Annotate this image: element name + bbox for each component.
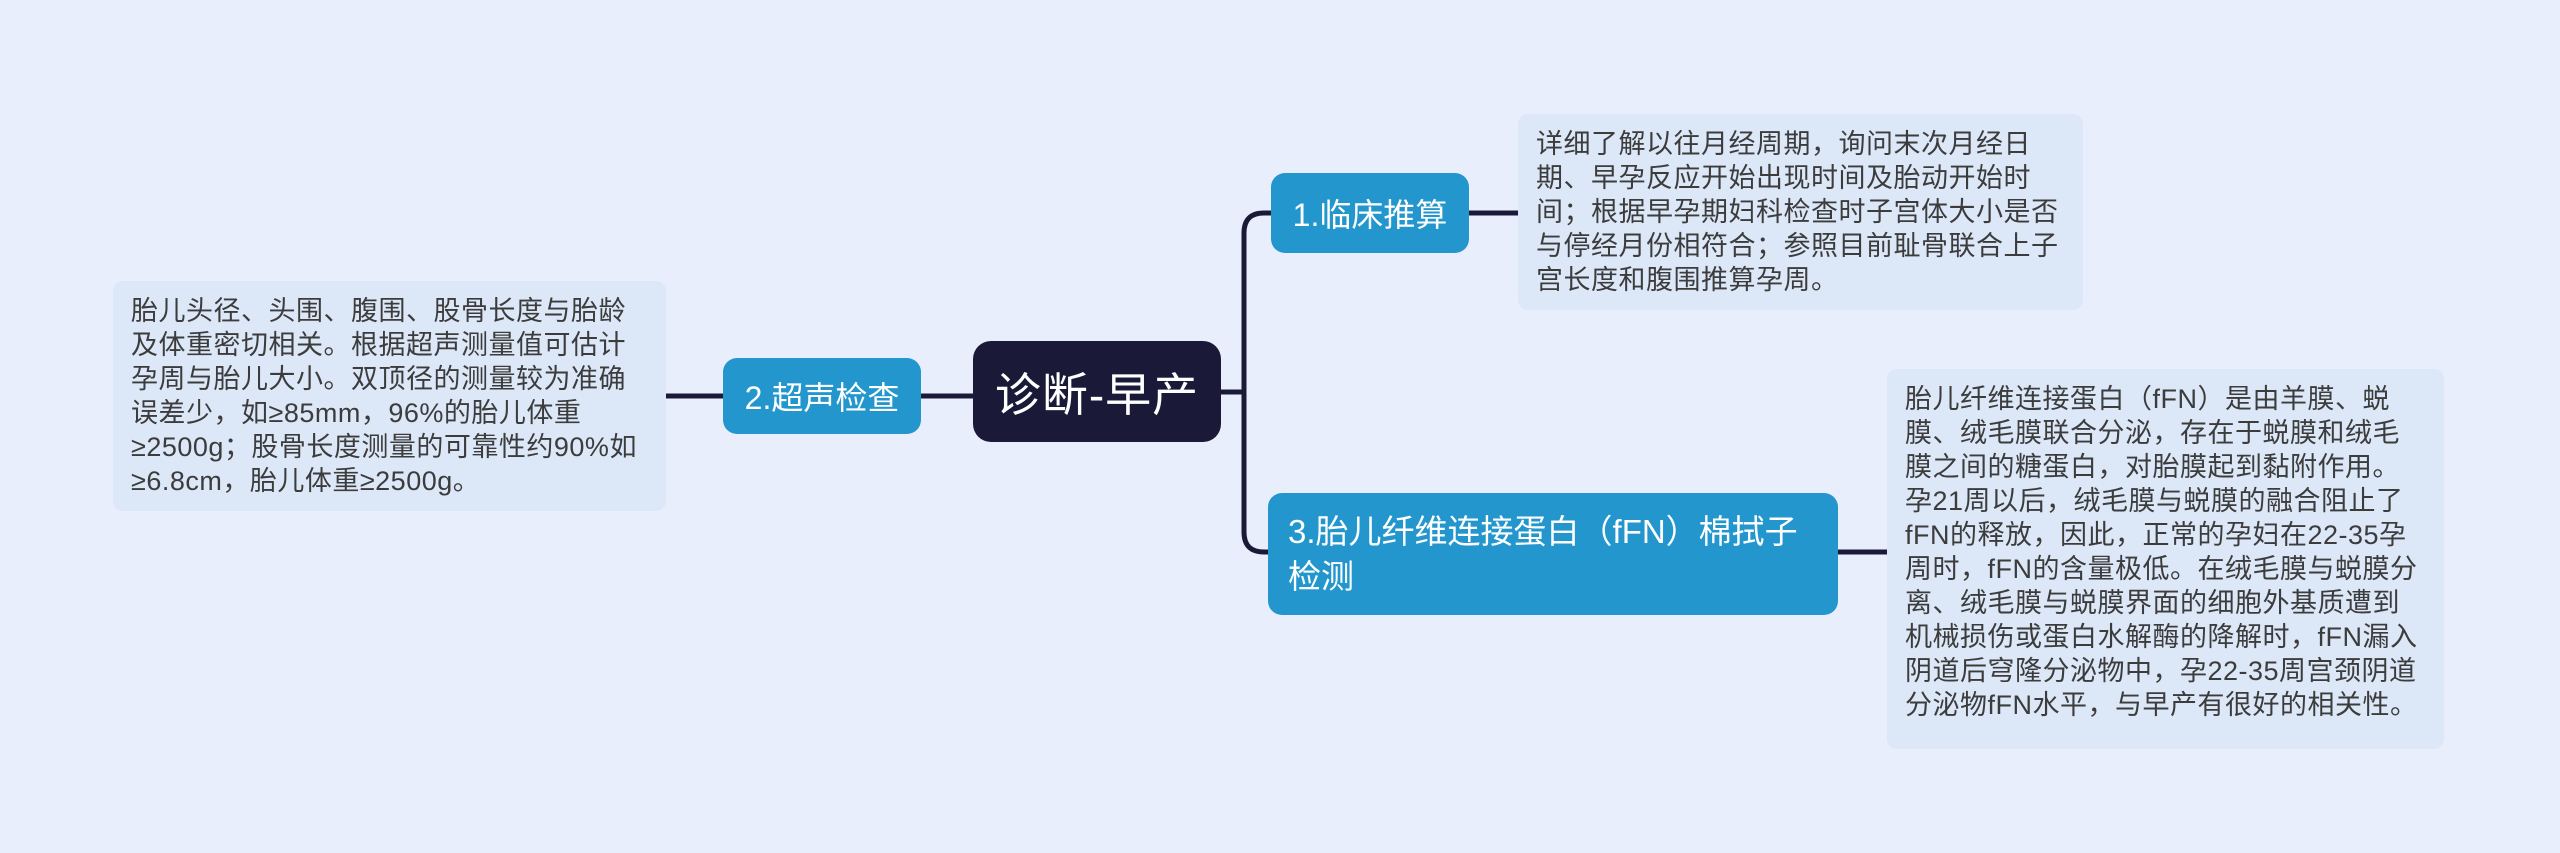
node-clinical[interactable]: 1.临床推算 — [1271, 173, 1469, 253]
note-clinical[interactable]: 详细了解以往月经周期，询问末次月经日期、早孕反应开始出现时间及胎动开始时间；根据… — [1518, 114, 2083, 310]
node-ultrasound[interactable]: 2.超声检查 — [723, 358, 921, 434]
edge-branch-trunk — [1241, 210, 1274, 555]
note-ultrasound[interactable]: 胎儿头径、头围、腹围、股骨长度与胎龄及体重密切相关。根据超声测量值可估计孕周与胎… — [113, 281, 666, 511]
note-ffn[interactable]: 胎儿纤维连接蛋白（fFN）是由羊膜、蜕膜、绒毛膜联合分泌，存在于蜕膜和绒毛膜之间… — [1887, 369, 2444, 749]
node-ffn[interactable]: 3.胎儿纤维连接蛋白（fFN）棉拭子检测 — [1268, 493, 1838, 615]
node-root[interactable]: 诊断-早产 — [973, 341, 1221, 442]
